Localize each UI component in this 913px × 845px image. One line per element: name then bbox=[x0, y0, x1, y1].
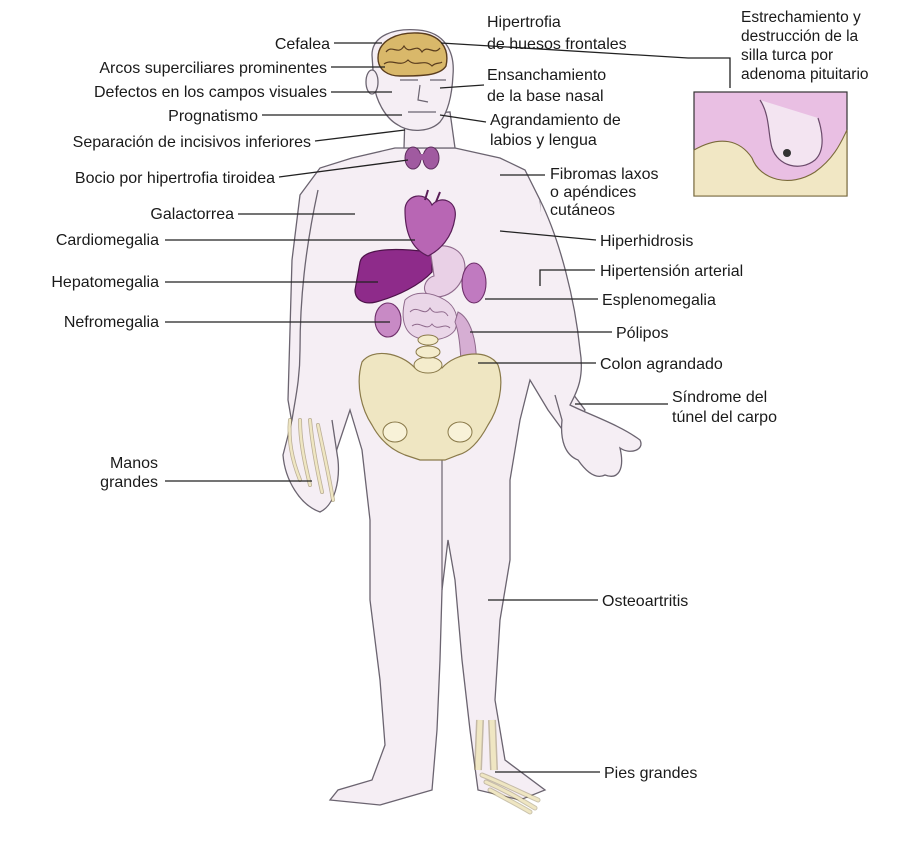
label-nefromegalia: Nefromegalia bbox=[64, 314, 159, 331]
adenoma-dot bbox=[783, 149, 791, 157]
label-cefalea: Cefalea bbox=[275, 36, 330, 53]
label-fibromas-3: cutáneos bbox=[550, 202, 615, 219]
label-separacion: Separación de incisivos inferiores bbox=[73, 134, 311, 151]
label-hipertrofia-2: de huesos frontales bbox=[487, 36, 627, 53]
ear-left bbox=[366, 70, 378, 94]
label-fibromas-1: Fibromas laxos bbox=[550, 166, 658, 183]
label-cardiomegalia: Cardiomegalia bbox=[56, 232, 159, 249]
label-manos-1: Manos bbox=[110, 455, 158, 472]
label-ensanch-1: Ensanchamiento bbox=[487, 67, 606, 84]
label-pies: Pies grandes bbox=[604, 765, 697, 782]
kidney-left bbox=[375, 303, 401, 337]
label-colon: Colon agrandado bbox=[600, 356, 723, 373]
label-agrand-2: labios y lengua bbox=[490, 132, 597, 149]
label-agrand-1: Agrandamiento de bbox=[490, 112, 621, 129]
label-defectos: Defectos en los campos visuales bbox=[94, 84, 327, 101]
label-prognatismo: Prognatismo bbox=[168, 108, 258, 125]
label-polipos: Pólipos bbox=[616, 325, 668, 342]
label-galactorrea: Galactorrea bbox=[150, 206, 234, 223]
label-sindrome-1: Síndrome del bbox=[672, 389, 767, 406]
brain-shape bbox=[378, 33, 447, 76]
label-estrech-2: destrucción de la bbox=[741, 28, 859, 45]
sella-turcica-inset bbox=[694, 92, 847, 196]
label-sindrome-2: túnel del carpo bbox=[672, 409, 777, 426]
spleen bbox=[462, 263, 486, 303]
label-estrech-3: silla turca por bbox=[741, 47, 833, 64]
label-manos-2: grandes bbox=[100, 474, 158, 491]
label-hipertension: Hipertensión arterial bbox=[600, 263, 743, 280]
label-estrech-4: adenoma pituitario bbox=[741, 66, 869, 83]
label-ensanch-2: de la base nasal bbox=[487, 88, 604, 105]
label-osteoartritis: Osteoartritis bbox=[602, 593, 688, 610]
label-fibromas-2: o apéndices bbox=[550, 184, 636, 201]
brain-region bbox=[378, 33, 447, 76]
label-esplenomegalia: Esplenomegalia bbox=[602, 292, 716, 309]
label-bocio: Bocio por hipertrofia tiroidea bbox=[75, 170, 275, 187]
label-arcos: Arcos superciliares prominentes bbox=[99, 60, 327, 77]
label-estrech-1: Estrechamiento y bbox=[741, 9, 861, 26]
label-hepatomegalia: Hepatomegalia bbox=[51, 274, 159, 291]
label-hiperhidrosis: Hiperhidrosis bbox=[600, 233, 693, 250]
label-hipertrofia-1: Hipertrofia bbox=[487, 14, 561, 31]
